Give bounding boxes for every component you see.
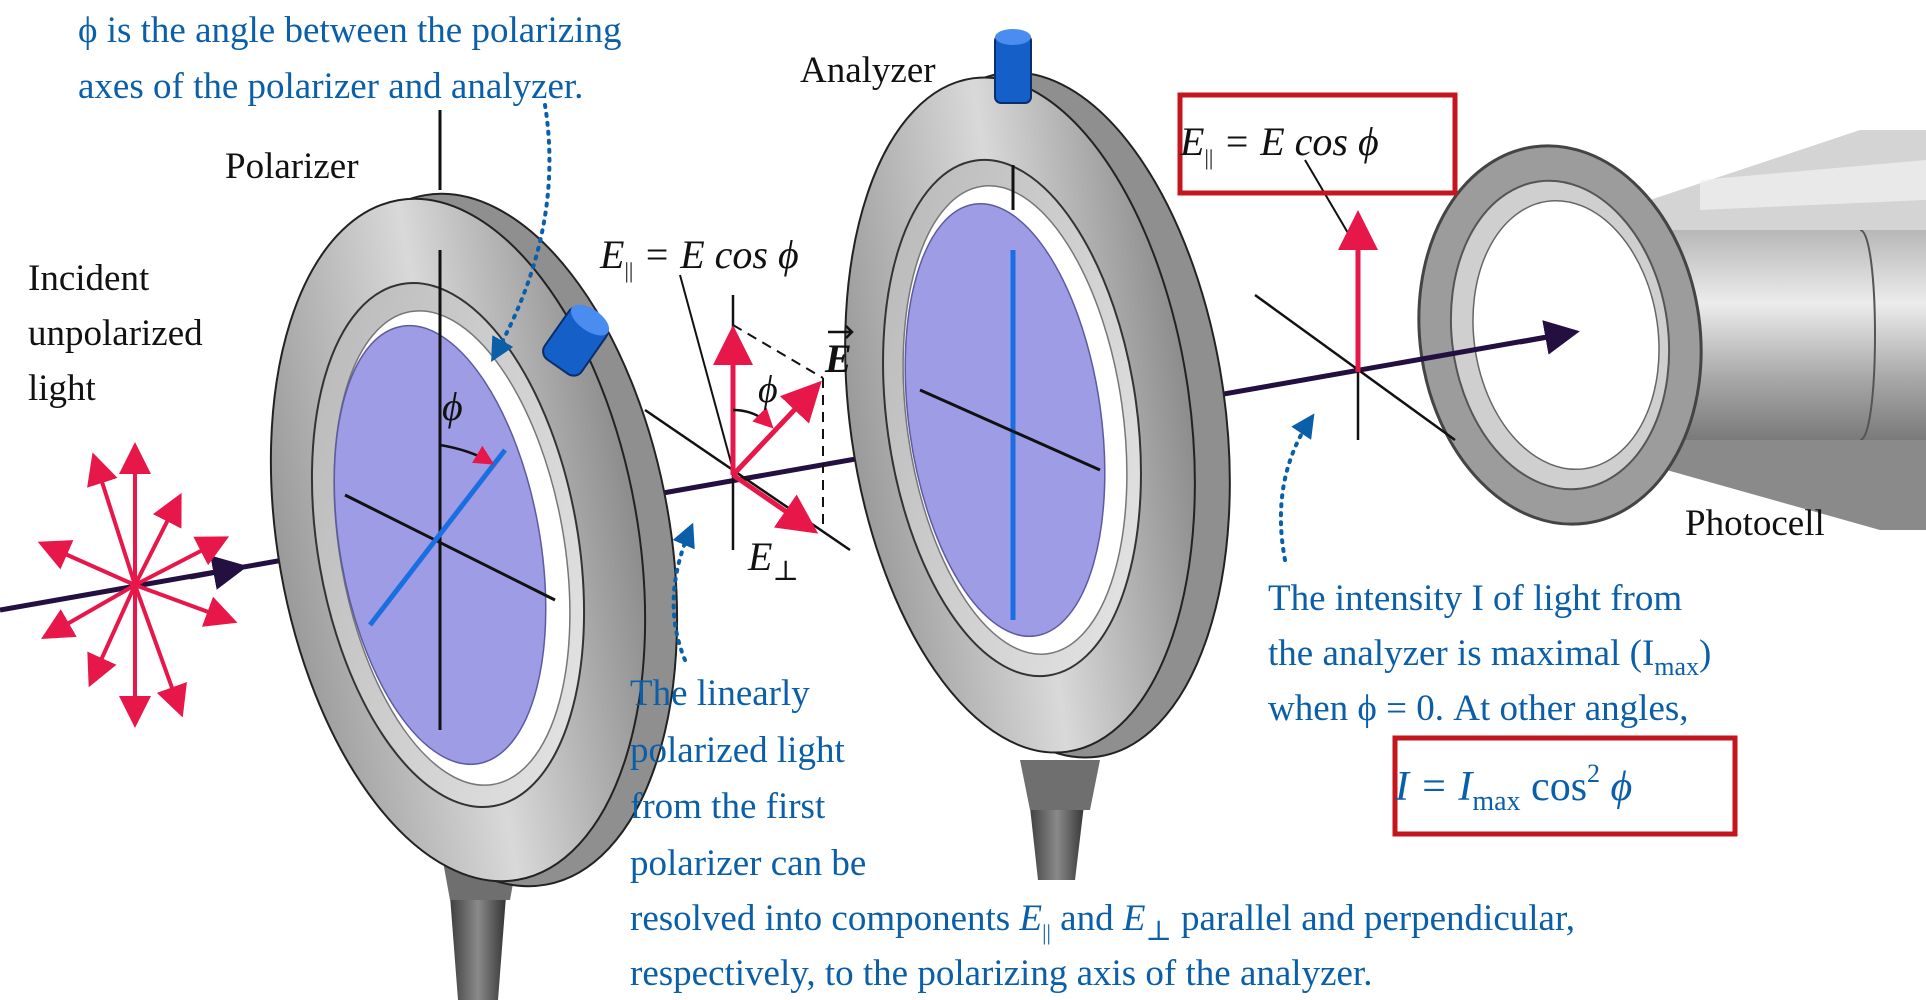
analyzer — [844, 71, 1231, 880]
intensity-caption-line1: The intensity I of light from — [1268, 578, 1682, 619]
right-epar-formula: E||= E cos ϕ — [1179, 119, 1379, 170]
linear-caption-line1: The linearly — [630, 673, 810, 714]
mid-eperp-label: E⊥ — [747, 534, 799, 587]
analyzer-label: Analyzer — [800, 50, 936, 91]
epar-highlight-box — [1177, 92, 1458, 196]
mid-e-vector-label: E — [824, 336, 852, 381]
resolved-caption-line2: respectively, to the polarizing axis of … — [630, 953, 1372, 994]
mid-phi-symbol: ϕ — [758, 369, 778, 411]
phi-caption-line1: ϕ is the angle between the polarizing — [78, 10, 621, 51]
phi-caption-line2: axes of the polarizer and analyzer. — [78, 66, 583, 107]
mid-epar-formula: E||= E cos ϕ — [599, 232, 799, 283]
polarizer-phi-symbol: ϕ — [442, 384, 463, 429]
dotted-pointers — [491, 103, 1315, 662]
polarizer-knob — [542, 304, 610, 377]
polarizer-label: Polarizer — [225, 146, 359, 187]
intensity-caption-line2: the analyzer is maximal (Imax) — [1268, 633, 1711, 681]
linear-caption-line3: from the first — [630, 786, 826, 827]
resolved-caption-line1: resolved into components E|| and E⊥ para… — [630, 898, 1575, 947]
photocell-label: Photocell — [1685, 503, 1825, 544]
analyzer-knob — [994, 29, 1032, 104]
incident-label-line1: Incident — [28, 258, 150, 299]
light-beam — [0, 320, 1580, 613]
component-diagram-right — [1254, 159, 1456, 442]
component-diagram-middle — [644, 274, 851, 552]
intensity-caption-line3: when ϕ = 0. At other angles, — [1268, 688, 1689, 729]
malus-highlight-box — [1392, 735, 1738, 837]
unpolarized-star — [37, 442, 238, 728]
e-vector-arrow-accent — [828, 325, 854, 339]
incident-label-line3: light — [28, 368, 97, 409]
photocell — [1417, 130, 1926, 530]
incident-label-line2: unpolarized — [28, 313, 203, 354]
malus-law-formula: I = Imax cos2 ϕ — [1394, 759, 1632, 817]
linear-caption-line2: polarized light — [630, 730, 845, 771]
linear-caption-line4: polarizer can be — [630, 843, 866, 884]
